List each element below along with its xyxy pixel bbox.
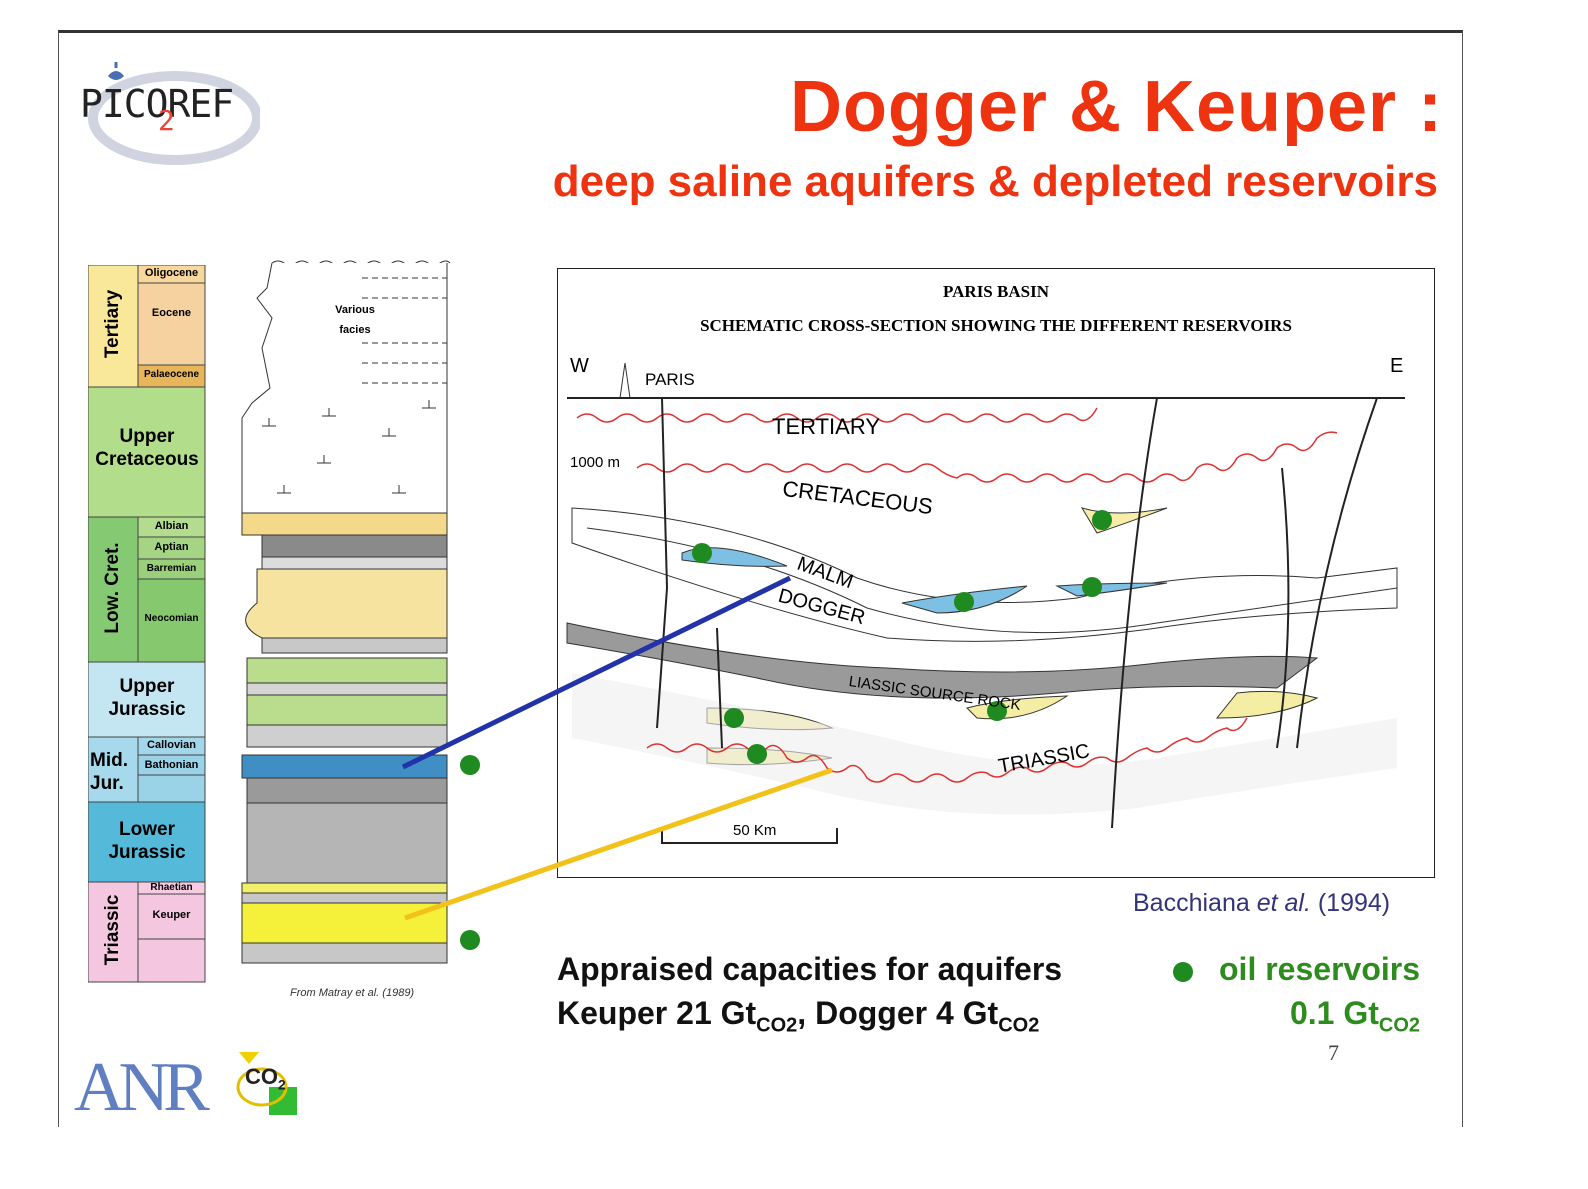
slide-frame <box>58 30 1463 1127</box>
stage-albian: Albian <box>154 520 189 532</box>
period-lower-jurassic: Lower Jurassic <box>108 819 186 863</box>
east-label: E <box>1390 355 1404 377</box>
stage-bathonian: Bathonian <box>144 759 199 771</box>
slide-subtitle: deep saline aquifers & depleted reservoi… <box>552 157 1438 206</box>
period-mid-jur: Mid. Jur. <box>90 750 128 794</box>
stage-neocomian: Neocomian <box>144 613 199 624</box>
period-upper-cretaceous: Upper Cretaceous <box>95 426 199 470</box>
co2-logo-text: CO2 <box>245 1064 286 1093</box>
stratigraphic-column <box>88 265 206 983</box>
period-upper-jurassic: Upper Jurassic <box>108 676 186 720</box>
picoref-logo <box>88 62 260 165</box>
stage-barremian: Barremian <box>146 563 197 574</box>
stage-oligocene: Oligocene <box>144 267 199 279</box>
litho-various-facies-label: Various facies <box>335 304 375 336</box>
paris-label: PARIS <box>645 370 695 389</box>
stage-rhaetian: Rhaetian <box>150 882 193 893</box>
capacity-line2: Keuper 21 GtCO2, Dogger 4 GtCO2 <box>557 995 1040 1037</box>
capacity-line1: Appraised capacities for aquifers <box>557 951 1063 987</box>
anr-logo: ANR <box>74 1049 210 1126</box>
slide-title: Dogger & Keuper : <box>789 67 1443 147</box>
cross-section-diagram <box>557 268 1435 878</box>
litho-credit: From Matray et al. (1989) <box>290 987 415 999</box>
capacity-text: Appraised capacities for aquifers Keuper… <box>557 947 1062 1047</box>
page-number: 7 <box>1328 1040 1339 1065</box>
reference: Bacchiana et al. (1994) <box>1133 889 1391 917</box>
stage-palaeocene: Palaeocene <box>143 369 200 380</box>
oil-dot-icon <box>1173 961 1193 982</box>
west-label: W <box>570 355 589 377</box>
depth-label: 1000 m <box>570 454 621 471</box>
oil-legend-line1: oil reservoirs <box>1145 947 1420 991</box>
lithology-column <box>241 260 451 964</box>
oil-legend-line2: 0.1 GtCO2 <box>1289 995 1420 1037</box>
stage-keuper: Keuper <box>152 909 191 921</box>
picoref-logo-sub: 2 <box>158 104 175 137</box>
oil-legend: oil reservoirs 0.1 GtCO2 <box>1145 947 1420 1047</box>
period-tertiary: Tertiary <box>102 289 123 359</box>
stage-eocene: Eocene <box>151 307 192 319</box>
xsection-title-2: SCHEMATIC CROSS-SECTION SHOWING THE DIFF… <box>700 316 1292 335</box>
co2-logo <box>236 1052 297 1115</box>
stage-aptian: Aptian <box>154 541 189 553</box>
xsection-title-1: PARIS BASIN <box>943 282 1049 301</box>
scale-label: 50 Km <box>733 822 777 839</box>
period-low-cret: Low. Cret. <box>102 542 123 634</box>
strat-labels: Tertiary Oligocene Eocene Palaeocene Upp… <box>88 265 208 1005</box>
layer-tertiary: TERTIARY <box>772 414 880 439</box>
period-triassic: Triassic <box>102 894 123 966</box>
stage-callovian: Callovian <box>147 739 196 751</box>
